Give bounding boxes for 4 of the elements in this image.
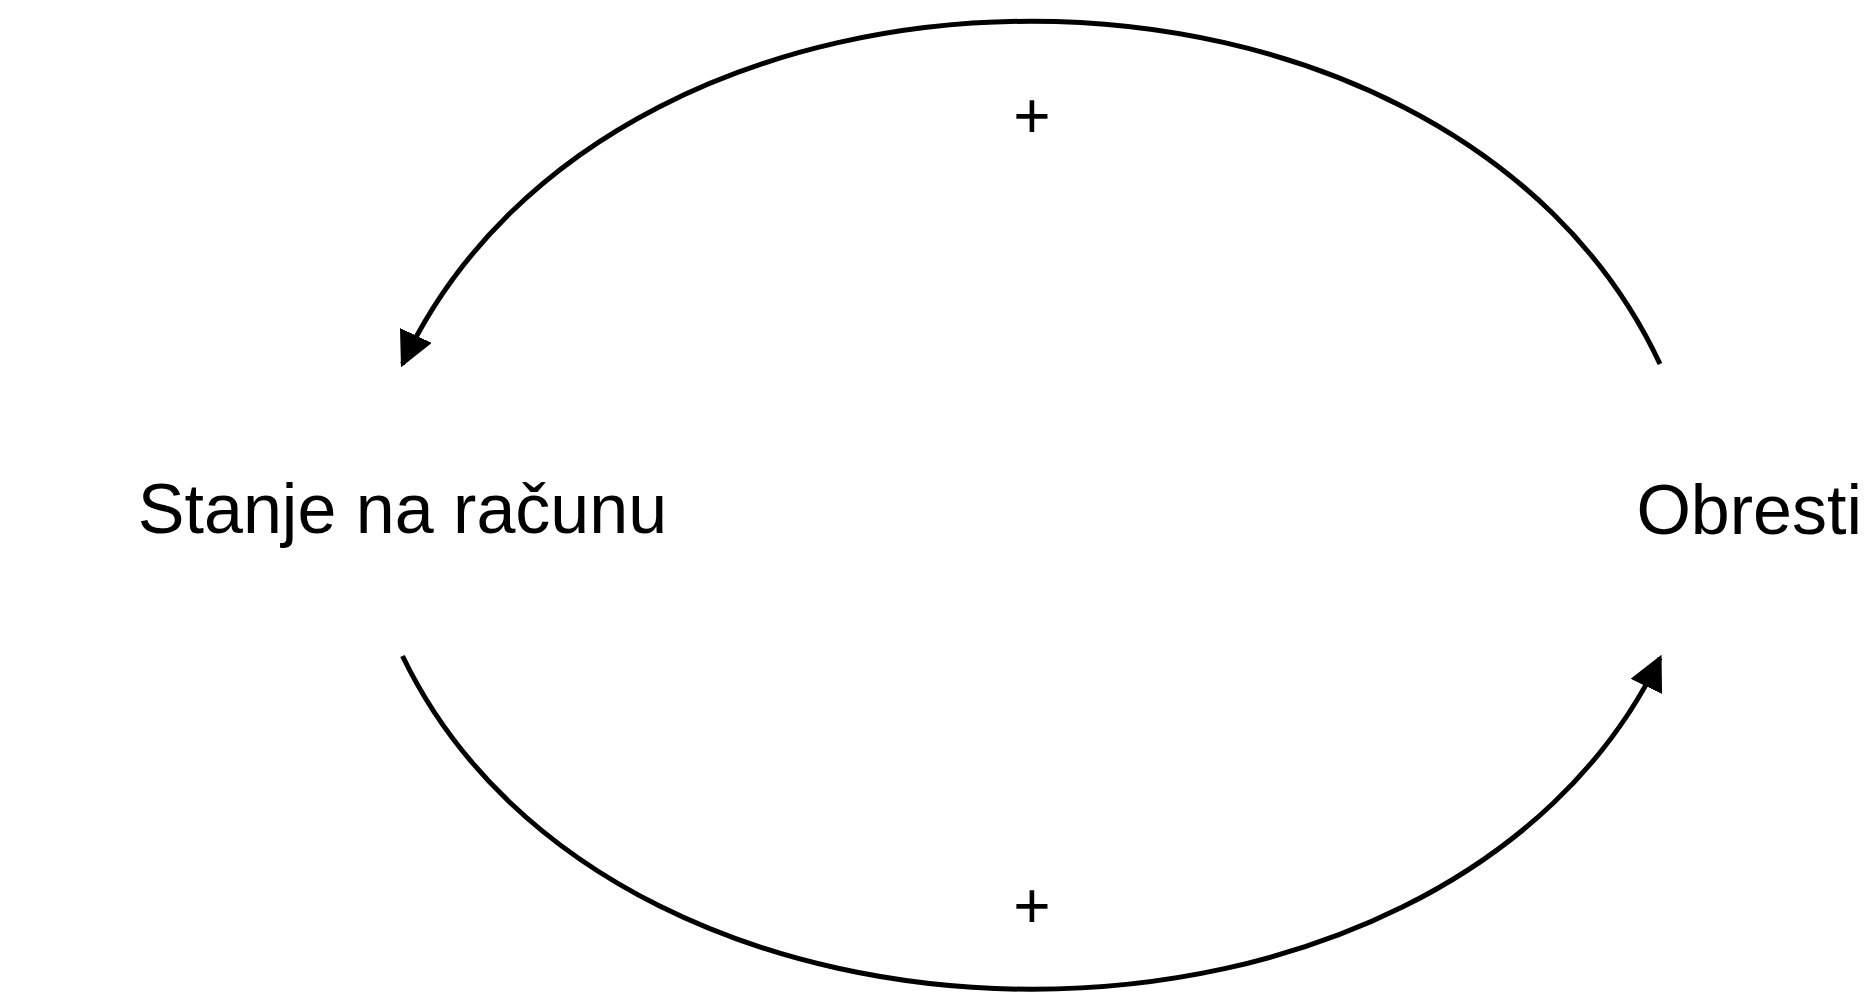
curved-arrow [400, 19, 1663, 367]
node-label: Obresti [1636, 470, 1862, 552]
curved-arrow [400, 654, 1663, 992]
node-label: Stanje na računu [137, 469, 668, 551]
